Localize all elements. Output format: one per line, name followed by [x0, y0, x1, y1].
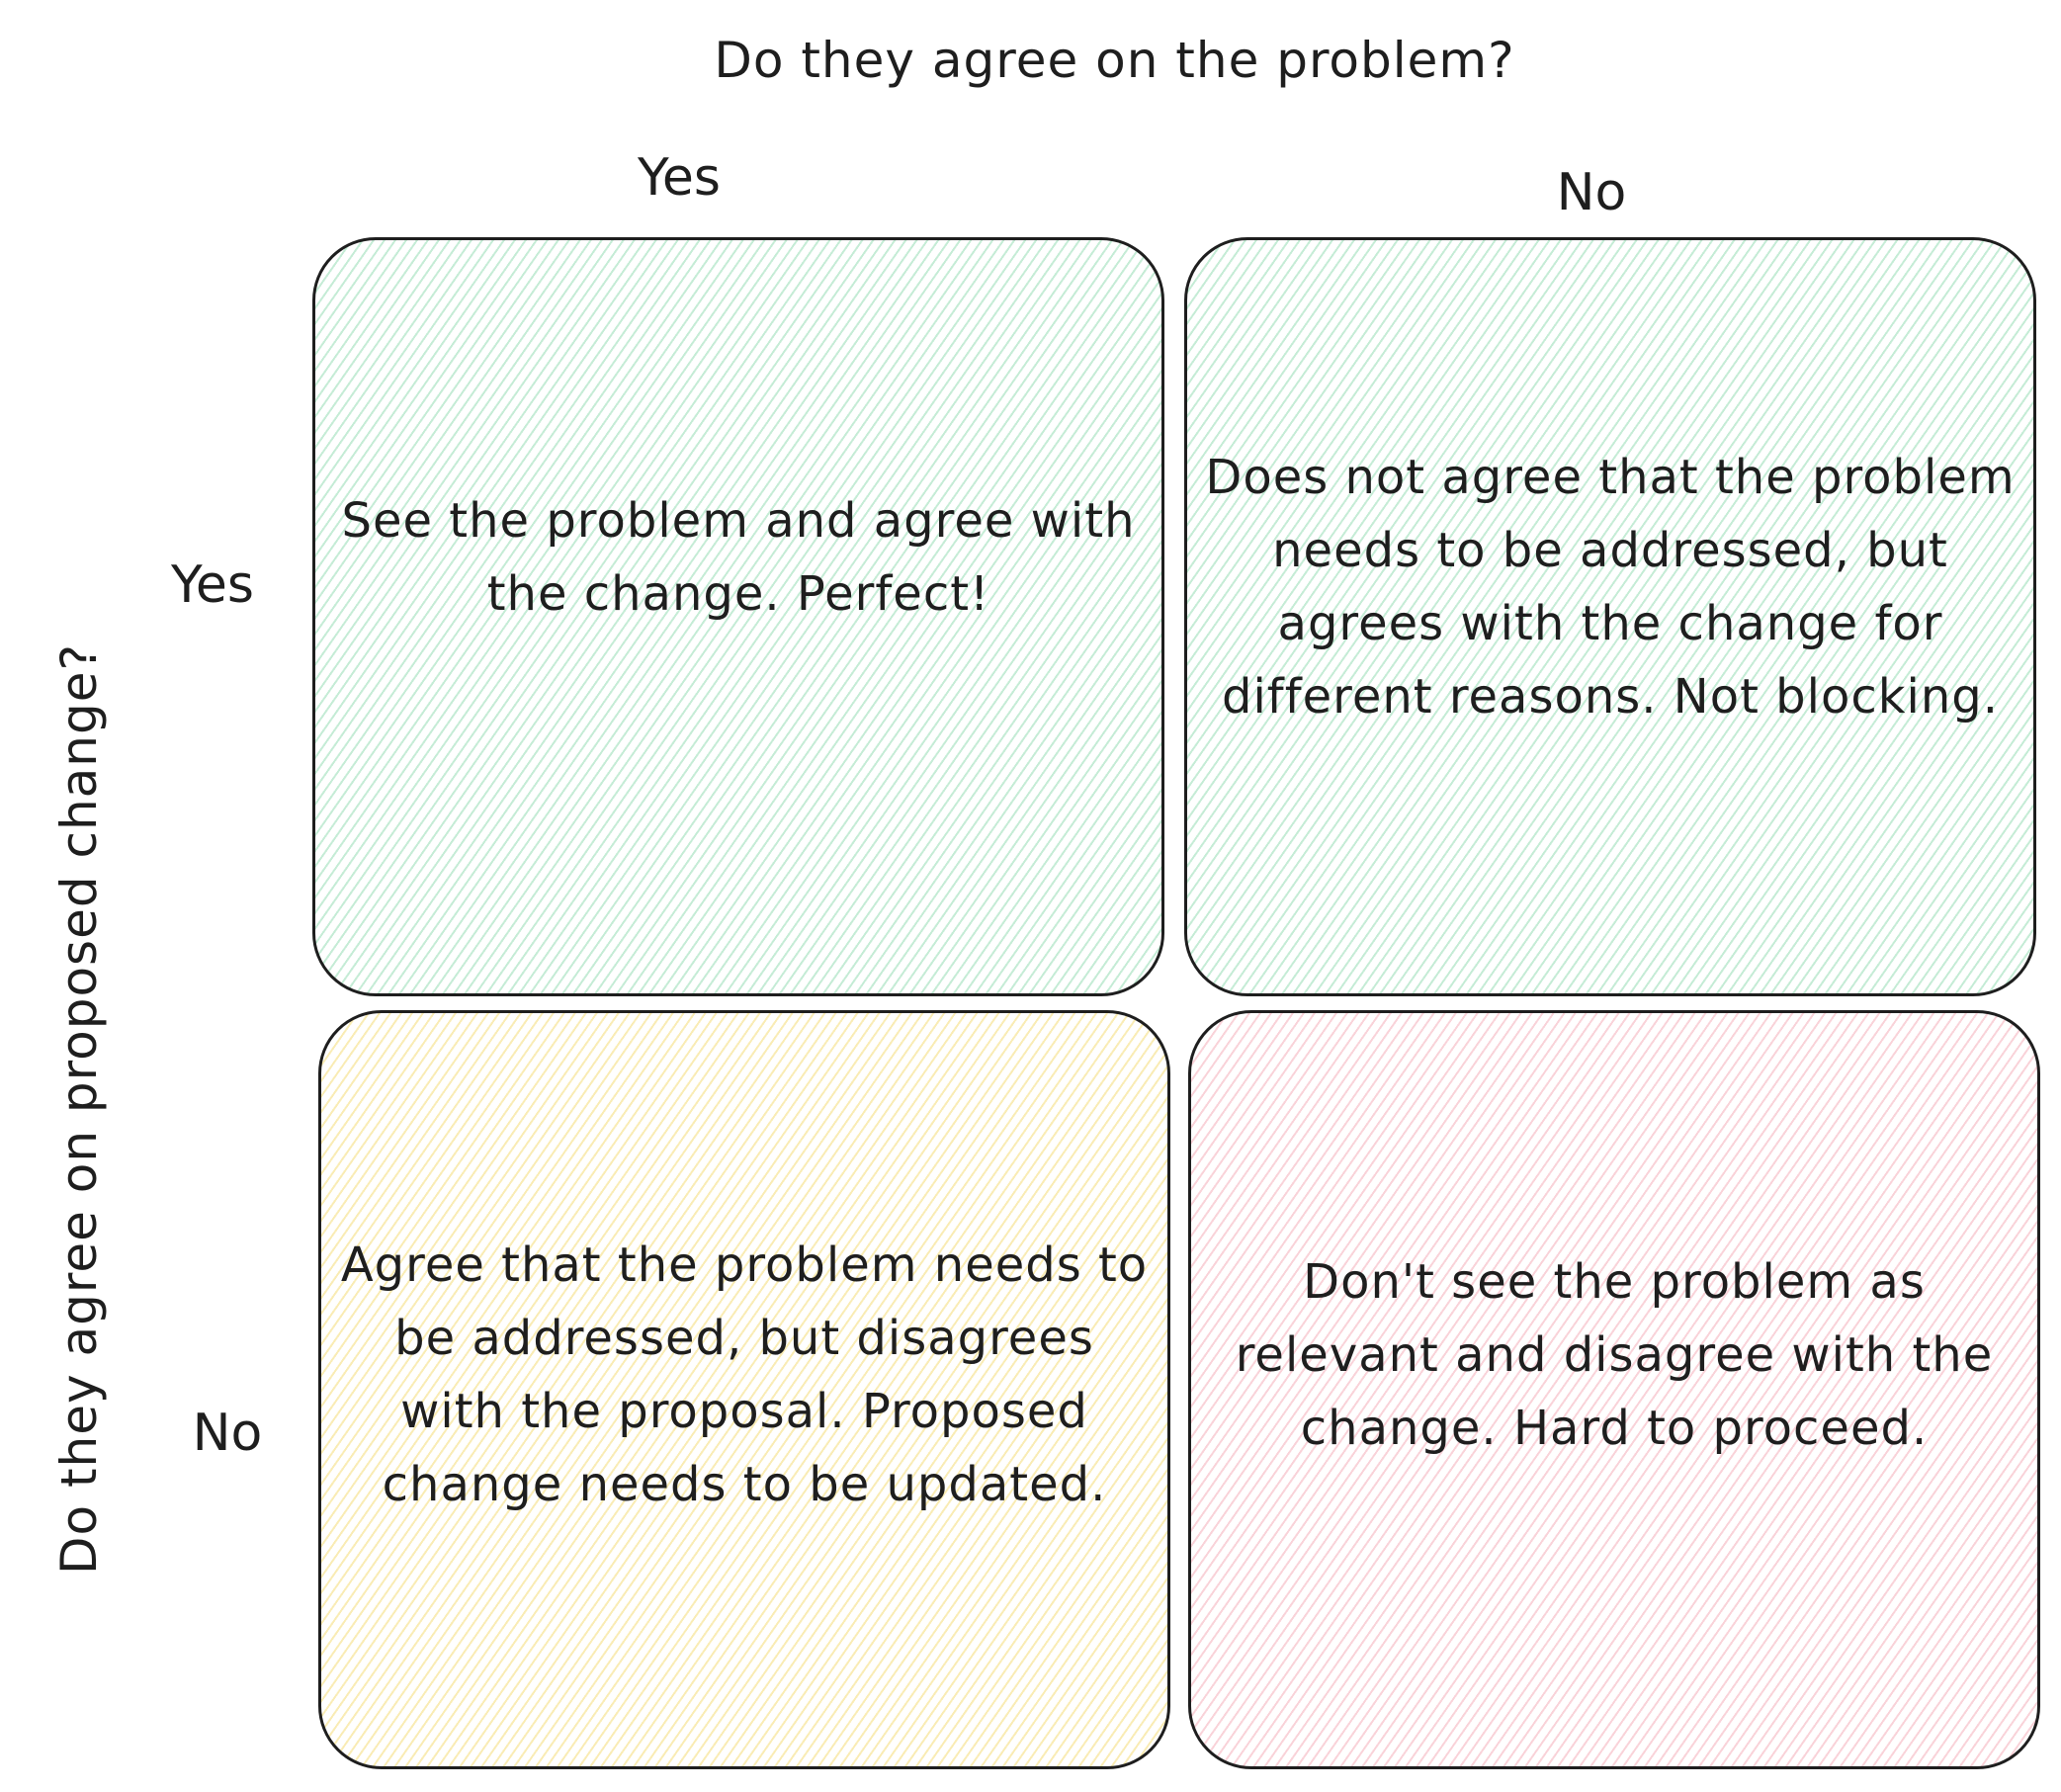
row-label-yes: Yes [171, 555, 254, 615]
x-axis-title: Do they agree on the problem? [714, 32, 1515, 89]
quadrant-disagree-problem-agree-change: Does not agree that the problem needs to… [1184, 237, 2036, 996]
row-label-no: No [192, 1404, 263, 1463]
column-label-no: No [1556, 163, 1627, 222]
quadrant-agree-problem-agree-change: See the problem and agree with the chang… [312, 237, 1164, 996]
column-label-yes: Yes [638, 148, 721, 208]
quadrant-text: Does not agree that the problem needs to… [1205, 450, 2016, 725]
quadrant-agree-problem-disagree-change: Agree that the problem needs to be addre… [318, 1010, 1170, 1769]
quadrant-text: See the problem and agree with the chang… [341, 493, 1136, 622]
quadrant-text: Don't see the problem as relevant and di… [1235, 1254, 1994, 1456]
quadrant-text: Agree that the problem needs to be addre… [340, 1237, 1149, 1512]
quadrant-disagree-problem-disagree-change: Don't see the problem as relevant and di… [1188, 1010, 2040, 1769]
y-axis-title: Do they agree on proposed change? [50, 642, 108, 1576]
